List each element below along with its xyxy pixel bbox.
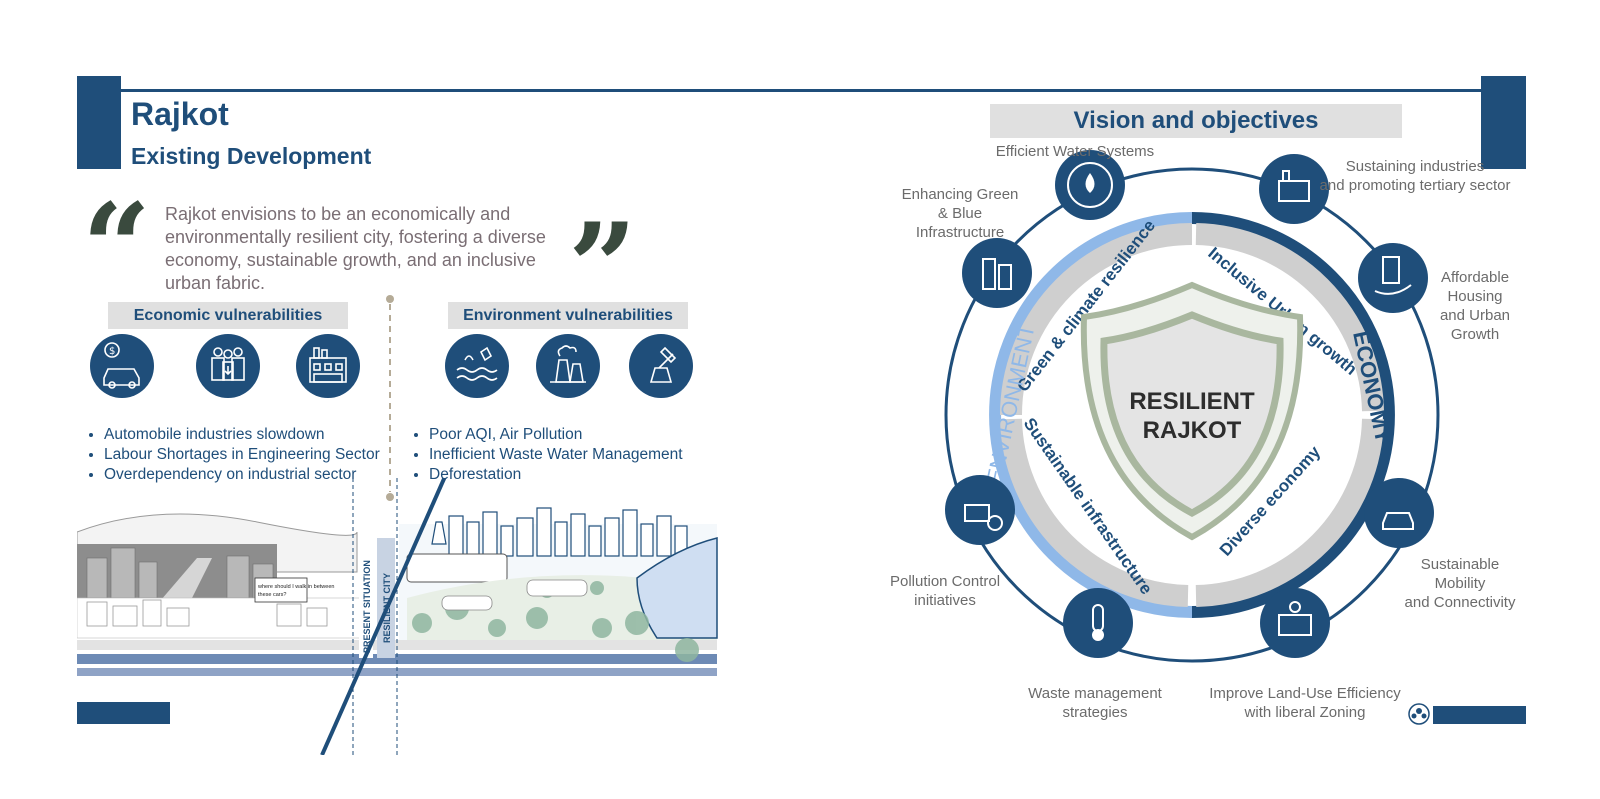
- economic-bullets: Automobile industries slowdown Labour Sh…: [82, 425, 380, 485]
- list-item: Automobile industries slowdown: [104, 425, 380, 445]
- labour-workers-icon: [196, 334, 260, 398]
- page-subtitle: Existing Development: [131, 143, 372, 169]
- open-quote-icon: “: [82, 177, 152, 318]
- list-item: Labour Shortages in Engineering Sector: [104, 445, 380, 465]
- industry-building-icon: [296, 334, 360, 398]
- pollution-control-icon: [945, 475, 1015, 545]
- city-illustration: where should I walk in between these car…: [77, 478, 718, 755]
- list-item: Poor AQI, Air Pollution: [429, 425, 683, 445]
- list-item: Deforestation: [429, 465, 683, 485]
- green-blue-infra-icon: [962, 238, 1032, 308]
- list-item: Overdependency on industrial sector: [104, 465, 380, 485]
- housing-icon: [1358, 243, 1428, 313]
- svg-text:these cars?: these cars?: [258, 592, 286, 598]
- environment-vulnerabilities-label: Environment vulnerabilities: [448, 302, 688, 329]
- industries-icon: [1259, 154, 1329, 224]
- center-title-line1: RESILIENT: [1129, 388, 1255, 415]
- economy-band: [1191, 212, 1395, 618]
- shield-inner: [1100, 311, 1284, 517]
- vision-title: Vision and objectives: [990, 104, 1402, 138]
- left-accent-bar: [77, 76, 121, 169]
- bottom-left-bar: [77, 702, 170, 724]
- page-title: Rajkot: [131, 96, 229, 132]
- divider-dotted: [386, 295, 394, 501]
- land-use-icon: [1260, 588, 1330, 658]
- mobility-icon: [1364, 478, 1434, 548]
- air-pollution-icon: [536, 334, 600, 398]
- right-accent-bar: [1481, 76, 1526, 169]
- outer-ring: [944, 167, 1440, 663]
- vision-quote: Rajkot envisions to be an economically a…: [165, 204, 546, 293]
- water-pollution-icon: [445, 334, 509, 398]
- deforestation-icon: [629, 334, 693, 398]
- bottom-right-bar: [1433, 706, 1526, 724]
- vision-diagram: Green & climate resilience Inclusive Urb…: [944, 150, 1440, 663]
- objective-water-label: Efficient Water Systems: [995, 143, 1155, 160]
- center-title-line2: RAJKOT: [1143, 417, 1242, 444]
- water-systems-icon: [1055, 150, 1125, 220]
- top-rule: [121, 89, 1481, 92]
- logo-icon: [1408, 703, 1430, 725]
- car-finance-icon: $: [90, 334, 154, 398]
- waste-management-icon: [1063, 588, 1133, 658]
- list-item: Inefficient Waste Water Management: [429, 445, 683, 465]
- economic-vulnerabilities-label: Economic vulnerabilities: [108, 302, 348, 329]
- environment-bullets: Poor AQI, Air Pollution Inefficient Wast…: [407, 425, 683, 485]
- svg-text:$: $: [109, 346, 115, 357]
- speech-bubble-text: where should I walk in between: [257, 584, 334, 590]
- present-situation-label: PRESENT SITUATION: [362, 560, 372, 653]
